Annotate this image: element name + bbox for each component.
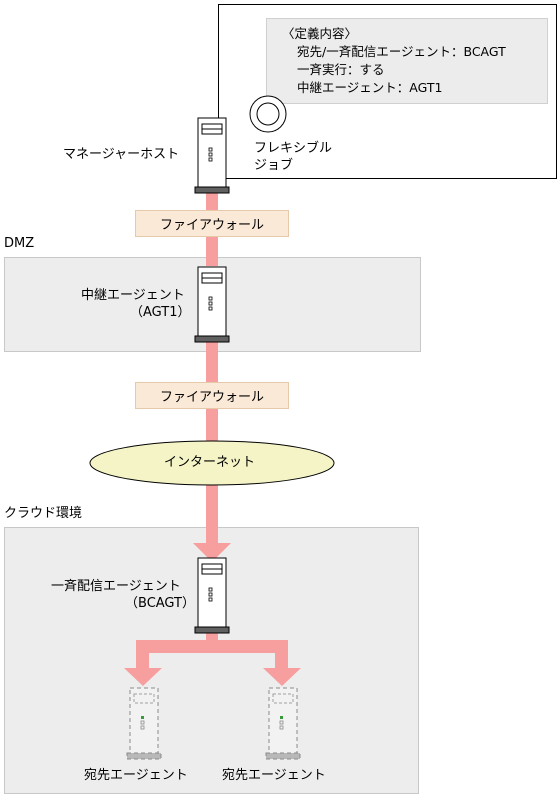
link-internet-to-cloud [206, 485, 218, 545]
dmz-label: DMZ [4, 236, 35, 251]
destination-agent-right-label: 宛先エージェント [222, 768, 326, 783]
flexible-job-icon [249, 95, 287, 133]
broadcast-agent-server-icon [194, 557, 230, 634]
arrow-to-broadcast-agent [193, 543, 231, 562]
definition-line-broadcast: 一斉実行：する [297, 62, 385, 77]
relay-agent-server-icon [194, 266, 230, 343]
definition-line-destination: 宛先/一斉配信エージェント：BCAGT [297, 44, 506, 59]
flexible-job-label-line2: ジョブ [254, 158, 294, 173]
broadcast-agent-label: 一斉配信エージェント [51, 579, 181, 594]
relay-agent-id-label: （AGT1） [130, 305, 191, 320]
destination-agent-left-label: 宛先エージェント [84, 768, 188, 783]
internet-cloud [89, 440, 335, 486]
link-branch-left [136, 640, 149, 670]
definition-box [266, 18, 548, 104]
firewall-lower: ファイアウォール [135, 382, 289, 409]
link-branch-right [275, 640, 288, 670]
arrow-to-destination-right [263, 668, 301, 686]
manager-host-server-icon [194, 117, 230, 194]
internet-label: インターネット [164, 455, 256, 470]
manager-host-label: マネージャーホスト [63, 147, 180, 162]
definition-title: 〈定義内容〉 [282, 26, 358, 41]
firewall-upper: ファイアウォール [135, 210, 289, 237]
arrow-to-destination-left [124, 668, 162, 686]
relay-agent-label: 中継エージェント [81, 288, 185, 303]
destination-agent-right-server-icon [265, 687, 301, 760]
cloud-environment-label: クラウド環境 [4, 506, 83, 521]
definition-line-relay: 中継エージェント：AGT1 [297, 80, 443, 95]
broadcast-agent-id-label: （BCAGT） [125, 596, 195, 611]
flexible-job-label-line1: フレキシブル [254, 141, 333, 156]
destination-agent-left-server-icon [126, 687, 162, 760]
link-branch-horizontal [136, 640, 288, 653]
